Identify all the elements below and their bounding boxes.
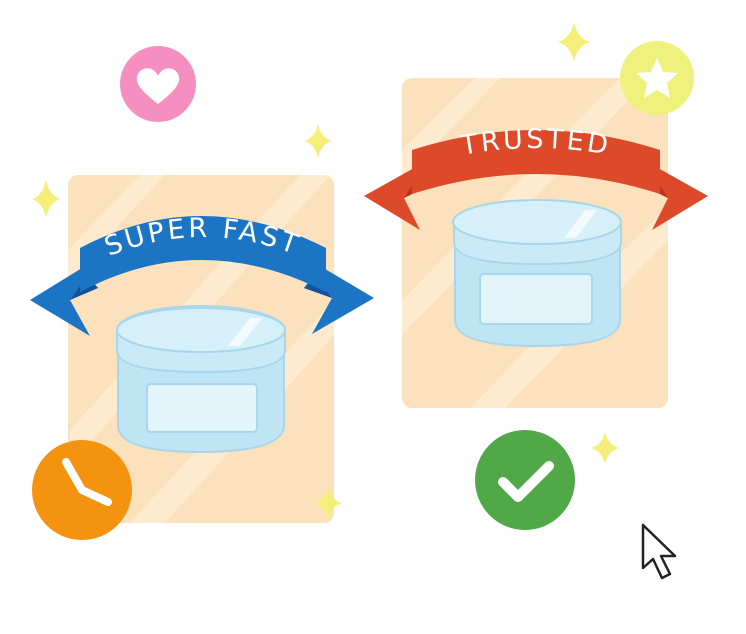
clock-icon: [62, 458, 112, 506]
jar-icon: [116, 305, 286, 454]
jar-icon: [452, 199, 622, 348]
star-icon: [636, 58, 678, 98]
sparkles: [32, 22, 619, 520]
sparkle-icon: [591, 432, 619, 464]
heart-icon: [136, 68, 180, 104]
checkmark-badge: [475, 430, 575, 530]
sparkle-icon: [304, 124, 332, 158]
heart-badge: [120, 46, 196, 122]
clock-badge: [32, 440, 132, 540]
ribbon-trusted: TRUSTED: [364, 124, 708, 230]
product-card-trusted: TRUSTED: [364, 78, 708, 408]
checkmark-icon: [498, 461, 554, 502]
sparkle-icon: [558, 22, 590, 62]
star-badge: [620, 41, 694, 115]
sparkle-icon: [314, 486, 342, 520]
sparkle-icon: [32, 180, 60, 218]
jar-label: [146, 383, 258, 433]
product-card-super-fast: SUPER FAST: [30, 175, 374, 523]
jar-label: [479, 273, 593, 325]
mouse-pointer-icon: [641, 523, 677, 580]
